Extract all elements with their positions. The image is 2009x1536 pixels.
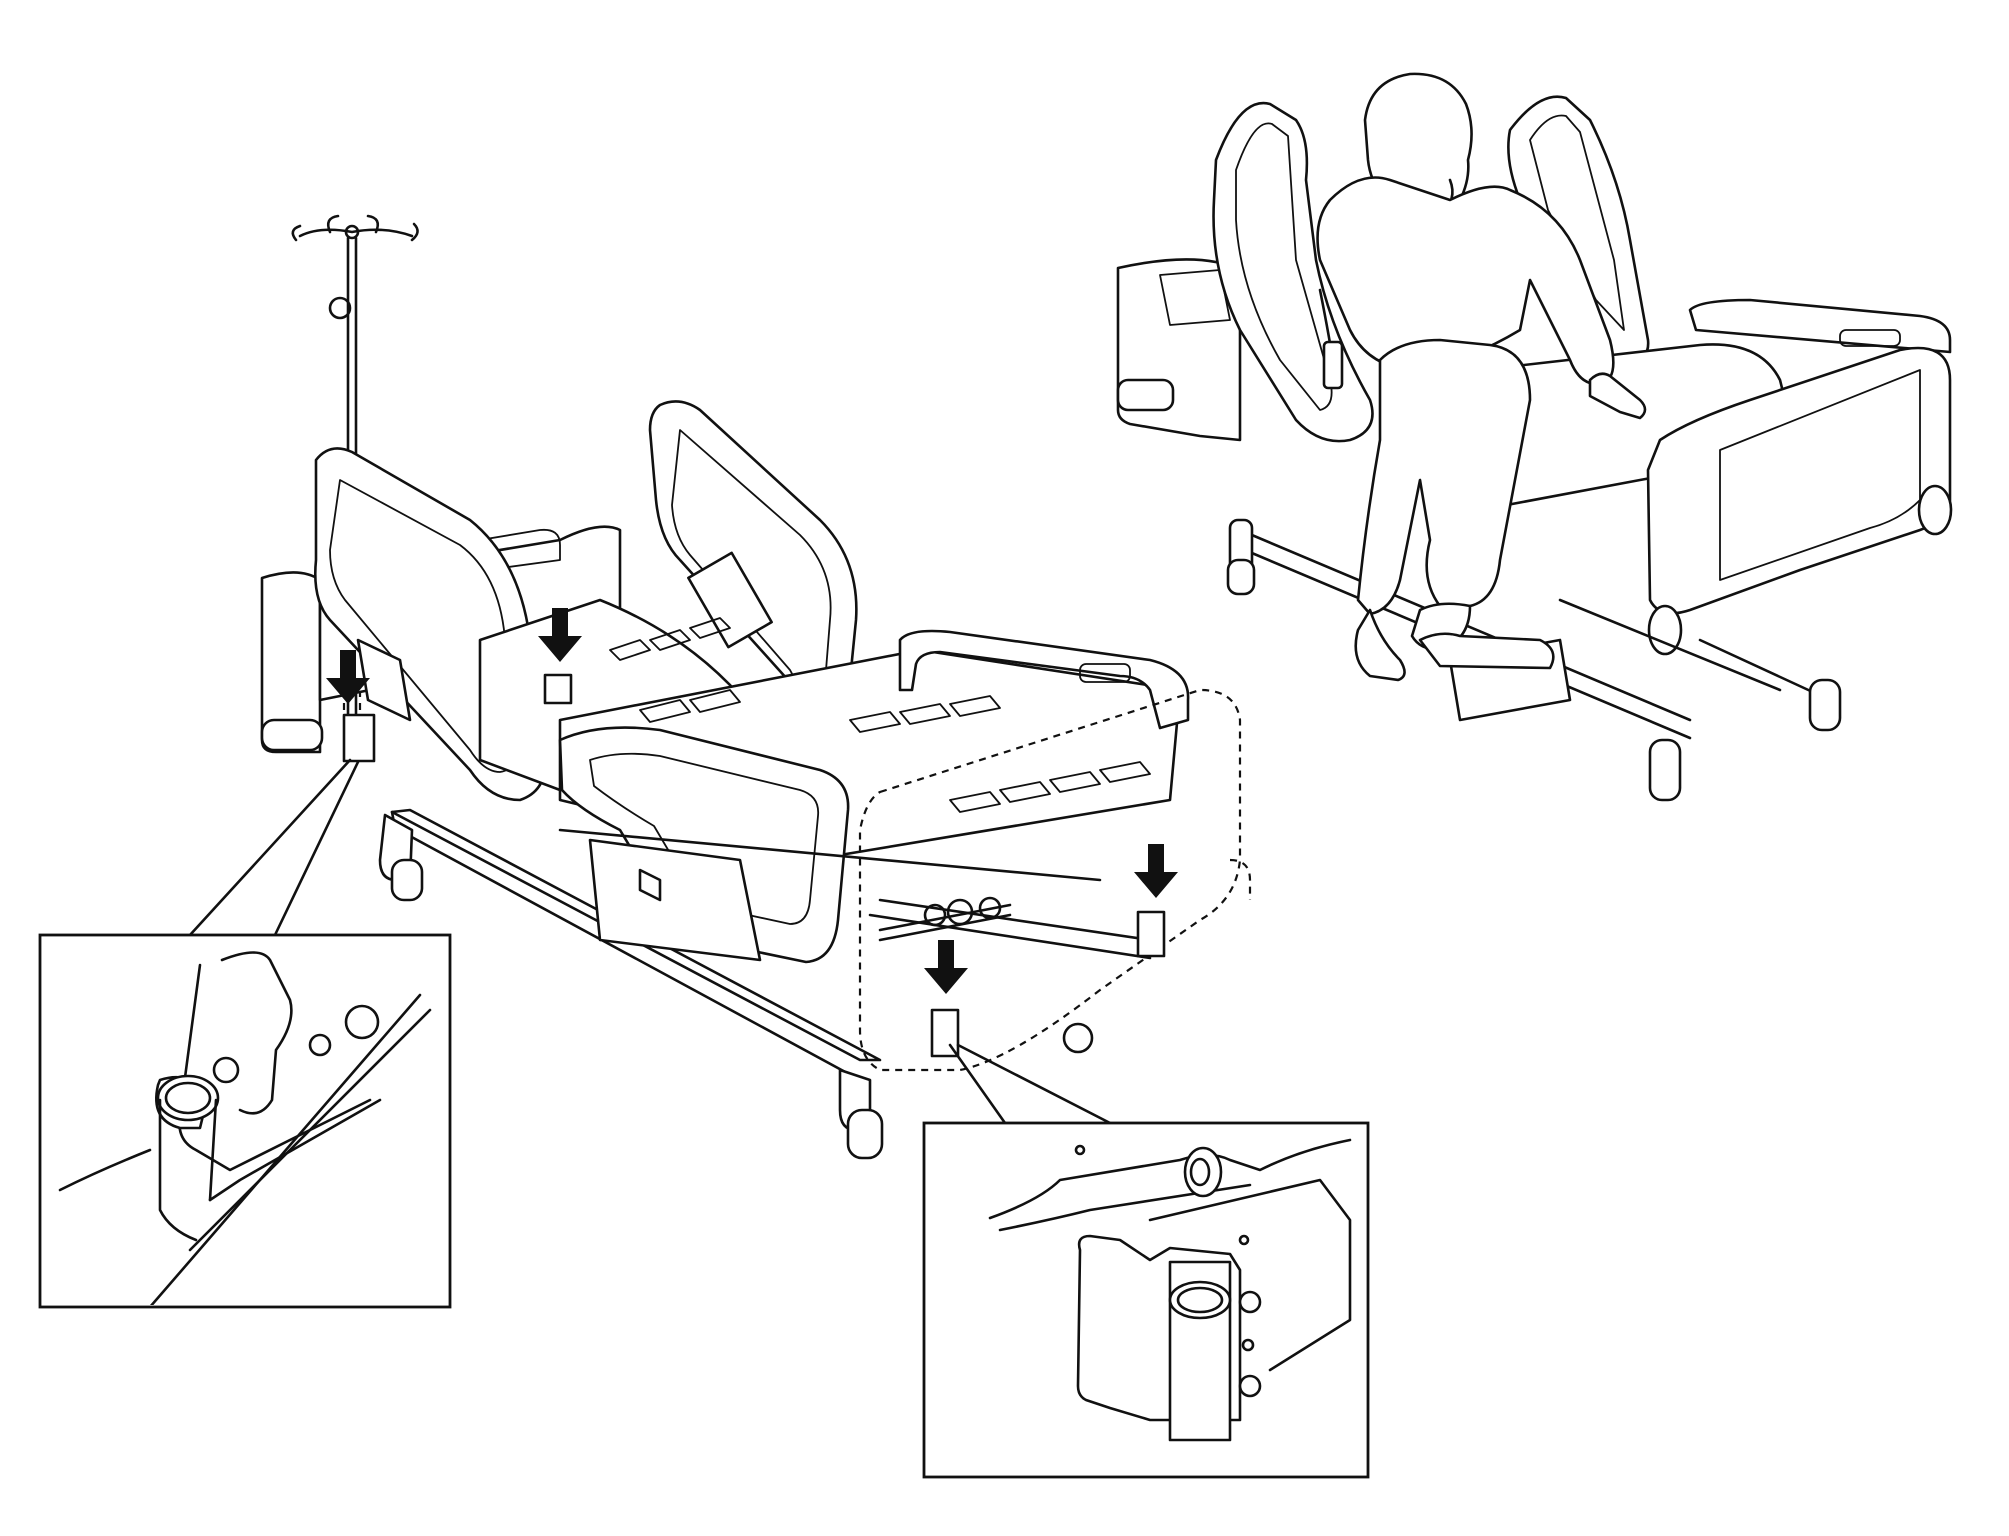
foot-side-rail-right <box>898 629 1190 730</box>
caster-wheels <box>378 813 1094 1160</box>
bed-base-frame <box>390 808 1152 1082</box>
footboard-dashed-outline <box>858 688 1242 1072</box>
arrow-footboard-left-socket <box>924 940 968 994</box>
arrow-headboard-left-socket <box>326 650 370 704</box>
patient-figure <box>1316 72 1647 682</box>
headboard-socket-left <box>342 713 376 763</box>
arrow-footboard-right-socket <box>1134 844 1178 898</box>
main-hospital-bed <box>260 214 1252 1160</box>
arrow-headboard-right-socket <box>538 608 582 662</box>
right-detail-callout <box>922 1121 1370 1479</box>
footboard-socket-right <box>1136 910 1166 958</box>
bed-with-patient <box>1116 72 1953 802</box>
left-detail-callout <box>38 933 452 1309</box>
headboard-socket-right <box>543 673 573 705</box>
foot-side-rail-left <box>558 726 850 964</box>
